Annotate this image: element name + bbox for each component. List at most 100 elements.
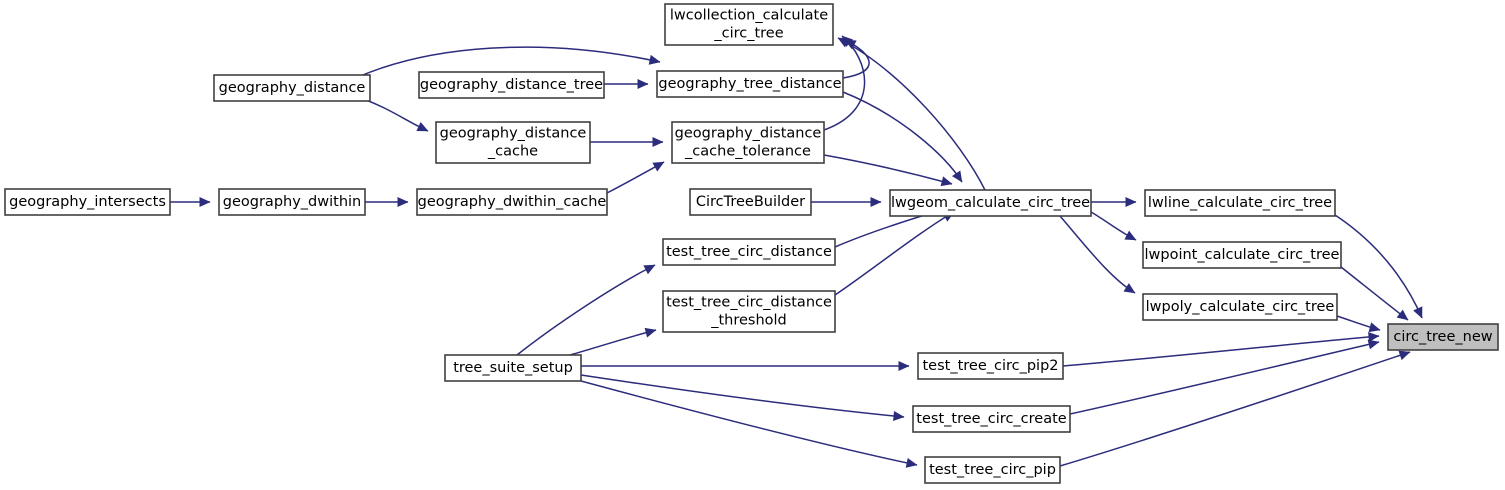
edge-line [837,37,986,191]
node-geography_distance_cache_tolerance[interactable]: geography_distance_cache_tolerance [671,121,825,164]
edge-lwpoly_calculate_circ_tree-to-circ_tree_new [1336,315,1381,333]
edge-test_tree_circ_pip2-to-circ_tree_new [1062,331,1380,367]
edge-geography_distance_cache_tolerance-to-lwcollection_calculate_circ_tree [823,35,866,131]
arrow-head-icon [841,35,854,47]
edge-line [1069,341,1380,415]
edge-tree_suite_setup-to-test_tree_circ_pip2 [581,361,910,371]
node-geography_distance_cache[interactable]: geography_distance_cache [435,121,591,164]
edge-lwline_calculate_circ_tree-to-circ_tree_new [1334,214,1423,319]
edge-geography_intersects-to-geography_dwithin [170,197,211,207]
node-geography_distance[interactable]: geography_distance [213,74,371,102]
edge-tree_suite_setup-to-test_tree_circ_pip [580,380,918,468]
node-box[interactable] [218,188,366,216]
edge-line [834,211,955,296]
node-lwpoint_calculate_circ_tree[interactable]: lwpoint_calculate_circ_tree [1142,241,1342,269]
arrow-head-icon [1368,331,1380,342]
node-box[interactable] [671,121,825,164]
node-box[interactable] [689,188,812,216]
arrow-head-icon [1413,306,1423,319]
arrow-head-icon [1125,197,1137,207]
node-box[interactable] [435,121,591,164]
arrow-head-icon [1396,309,1409,321]
node-box[interactable] [1387,323,1499,351]
edge-line [1059,351,1411,467]
node-box[interactable] [912,405,1071,433]
edge-line [580,380,918,466]
arrow-head-icon [397,197,409,207]
arrow-head-icon [652,137,664,147]
node-box[interactable] [1142,241,1342,269]
arrow-head-icon [199,197,211,207]
edge-CircTreeBuilder-to-lwgeom_calculate_circ_tree [811,197,882,207]
node-geography_dwithin[interactable]: geography_dwithin [218,188,366,216]
edge-line [842,91,963,183]
edge-layer [170,35,1423,468]
edge-geography_distance_tree-to-geography_tree_distance [604,79,649,89]
edge-line [823,154,953,185]
node-box[interactable] [664,3,834,46]
node-box[interactable] [924,456,1061,484]
node-geography_dwithin_cache[interactable]: geography_dwithin_cache [416,188,608,216]
edge-geography_dwithin-to-geography_dwithin_cache [365,197,409,207]
arrow-head-icon [905,457,918,468]
arrow-head-icon [1124,230,1137,241]
edge-tree_suite_setup-to-test_tree_circ_create [580,374,905,421]
arrow-head-icon [652,161,665,172]
edge-line [1059,215,1136,294]
edge-geography_distance-to-geography_tree_distance [357,46,661,78]
node-geography_tree_distance[interactable]: geography_tree_distance [656,70,844,98]
node-box[interactable] [444,354,582,382]
node-test_tree_circ_distance_threshold[interactable]: test_tree_circ_distance_threshold [662,290,836,333]
edge-lwgeom_calculate_circ_tree-to-lwpoint_calculate_circ_tree [1090,211,1137,241]
node-lwcollection_calculate_circ_tree[interactable]: lwcollection_calculate_circ_tree [664,3,834,46]
node-box[interactable] [662,238,836,266]
arrow-head-icon [898,361,910,371]
node-box[interactable] [917,352,1064,380]
edge-geography_distance-to-geography_distance_cache [365,99,429,132]
node-test_tree_circ_distance[interactable]: test_tree_circ_distance [662,238,836,266]
edge-line [516,264,656,356]
node-box[interactable] [4,188,171,216]
node-lwgeom_calculate_circ_tree[interactable]: lwgeom_calculate_circ_tree [889,189,1092,217]
node-box[interactable] [416,188,608,216]
arrow-head-icon [644,327,657,338]
node-layer: geography_intersects geography_dwithin geo… [4,3,1499,484]
node-box[interactable] [1142,293,1338,321]
edge-line [569,329,657,356]
node-test_tree_circ_pip2[interactable]: test_tree_circ_pip2 [917,352,1064,380]
arrow-head-icon [1123,283,1136,294]
edge-geography_tree_distance-to-lwgeom_calculate_circ_tree [842,91,963,183]
edge-geography_distance_cache-to-geography_distance_cache_tolerance [590,137,664,147]
node-box[interactable] [889,189,1092,217]
node-geography_distance_tree[interactable]: geography_distance_tree [418,71,605,99]
edge-line [1334,214,1423,319]
arrow-head-icon [637,79,649,89]
edge-geography_dwithin_cache-to-geography_distance_cache_tolerance [606,161,665,194]
node-circ_tree_new[interactable]: circ_tree_new [1387,323,1499,351]
node-box[interactable] [1144,189,1336,217]
edge-geography_distance_cache_tolerance-to-lwgeom_calculate_circ_tree [823,154,953,187]
node-box[interactable] [213,74,371,102]
arrow-head-icon [870,197,882,207]
node-box[interactable] [662,290,836,333]
node-test_tree_circ_create[interactable]: test_tree_circ_create [912,405,1071,433]
node-tree_suite_setup[interactable]: tree_suite_setup [444,354,582,382]
arrow-head-icon [648,54,661,65]
edge-test_tree_circ_create-to-circ_tree_new [1069,339,1380,415]
edge-lwpoint_calculate_circ_tree-to-circ_tree_new [1340,266,1409,321]
arrow-head-icon [1398,350,1411,361]
edge-line [823,35,866,131]
edge-tree_suite_setup-to-test_tree_circ_distance [516,264,656,356]
edge-lwgeom_calculate_circ_tree-to-lwline_calculate_circ_tree [1091,197,1137,207]
arrow-head-icon [643,264,656,275]
node-lwpoly_calculate_circ_tree[interactable]: lwpoly_calculate_circ_tree [1142,293,1338,321]
node-geography_intersects[interactable]: geography_intersects [4,188,171,216]
node-box[interactable] [656,70,844,98]
node-lwline_calculate_circ_tree[interactable]: lwline_calculate_circ_tree [1144,189,1336,217]
node-test_tree_circ_pip[interactable]: test_tree_circ_pip [924,456,1061,484]
node-box[interactable] [418,71,605,99]
node-CircTreeBuilder[interactable]: CircTreeBuilder [689,188,812,216]
arrow-head-icon [940,176,953,187]
